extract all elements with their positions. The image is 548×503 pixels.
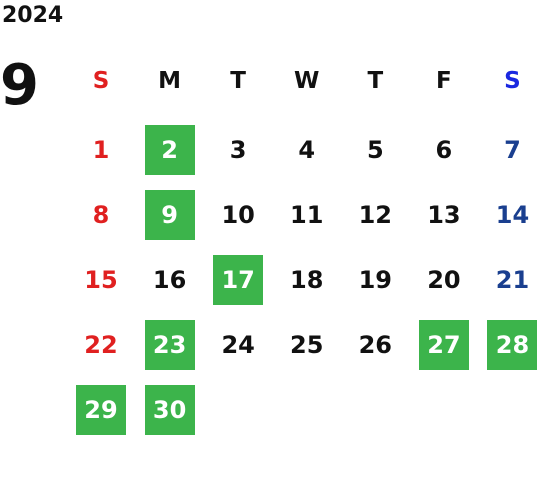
day-number: 4 xyxy=(298,136,316,164)
day-number xyxy=(350,385,400,435)
day-number: 18 xyxy=(290,266,324,294)
day-cell[interactable]: 3 xyxy=(205,120,274,185)
weekday-header-wednesday: W xyxy=(274,55,343,120)
weekday-label: T xyxy=(367,68,384,94)
day-cell[interactable]: 22 xyxy=(68,315,137,380)
day-cell[interactable]: 18 xyxy=(274,250,343,315)
day-cell-empty xyxy=(479,380,548,445)
day-cell-highlighted[interactable]: 2 xyxy=(137,120,206,185)
weekday-label: W xyxy=(294,68,320,94)
day-number xyxy=(487,385,537,435)
day-number: 5 xyxy=(366,136,384,164)
day-cell-empty xyxy=(411,380,480,445)
day-cell-highlighted[interactable]: 23 xyxy=(137,315,206,380)
day-number xyxy=(213,385,263,435)
weekday-label: M xyxy=(158,68,182,94)
day-number: 28 xyxy=(487,320,538,370)
day-cell-highlighted[interactable]: 29 xyxy=(68,380,137,445)
weekday-header-row: S M T W T F S xyxy=(68,55,548,120)
day-number: 16 xyxy=(152,266,187,294)
day-number: 13 xyxy=(427,201,461,229)
day-number: 26 xyxy=(358,331,393,359)
day-cell[interactable]: 4 xyxy=(274,120,343,185)
day-cell[interactable]: 26 xyxy=(342,315,411,380)
weekday-label: S xyxy=(504,68,521,94)
day-cell[interactable]: 8 xyxy=(68,185,137,250)
day-number: 30 xyxy=(144,385,195,435)
year-label: 2024 xyxy=(2,3,64,28)
day-number: 14 xyxy=(495,201,530,229)
weekday-header-friday: F xyxy=(411,55,480,120)
day-cell[interactable]: 21 xyxy=(479,250,548,315)
day-cell-highlighted[interactable]: 28 xyxy=(479,315,548,380)
day-number: 6 xyxy=(435,136,453,164)
day-cell-highlighted[interactable]: 17 xyxy=(205,250,274,315)
weekday-header-monday: M xyxy=(137,55,206,120)
day-cell[interactable]: 7 xyxy=(479,120,548,185)
day-number xyxy=(282,385,332,435)
weekday-header-sunday: S xyxy=(68,55,137,120)
day-number: 9 xyxy=(144,190,195,240)
day-cell[interactable]: 15 xyxy=(68,250,137,315)
day-cell-highlighted[interactable]: 27 xyxy=(411,315,480,380)
day-number: 15 xyxy=(84,266,118,294)
day-cell[interactable]: 14 xyxy=(479,185,548,250)
day-number: 24 xyxy=(221,331,255,359)
day-cell[interactable]: 19 xyxy=(342,250,411,315)
day-cell-empty xyxy=(205,380,274,445)
day-number: 20 xyxy=(427,266,461,294)
day-number: 19 xyxy=(358,266,393,294)
weekday-label: F xyxy=(436,68,452,94)
day-cell-highlighted[interactable]: 30 xyxy=(137,380,206,445)
day-number: 2 xyxy=(144,125,195,175)
day-cell-empty xyxy=(274,380,343,445)
day-number xyxy=(419,385,469,435)
day-cell[interactable]: 1 xyxy=(68,120,137,185)
week-row-5: 29 30 xyxy=(68,380,548,445)
day-number: 29 xyxy=(76,385,126,435)
day-number: 22 xyxy=(84,331,118,359)
weekday-header-saturday: S xyxy=(479,55,548,120)
day-cell[interactable]: 10 xyxy=(205,185,274,250)
day-number: 27 xyxy=(418,320,469,370)
week-row-4: 22 23 24 25 26 27 28 xyxy=(68,315,548,380)
day-cell[interactable]: 16 xyxy=(137,250,206,315)
day-cell[interactable]: 24 xyxy=(205,315,274,380)
month-number: 9 xyxy=(0,53,39,118)
day-number: 7 xyxy=(504,136,521,164)
day-cell[interactable]: 25 xyxy=(274,315,343,380)
day-cell[interactable]: 11 xyxy=(274,185,343,250)
day-cell[interactable]: 13 xyxy=(411,185,480,250)
day-number: 11 xyxy=(290,201,324,229)
week-row-1: 1 2 3 4 5 6 7 xyxy=(68,120,548,185)
weekday-label: T xyxy=(230,68,246,94)
day-cell-highlighted[interactable]: 9 xyxy=(137,185,206,250)
day-number: 21 xyxy=(495,266,530,294)
day-cell[interactable]: 6 xyxy=(411,120,480,185)
weekday-label: S xyxy=(92,68,110,94)
day-number: 8 xyxy=(92,201,110,229)
day-number: 17 xyxy=(213,255,264,305)
calendar-grid: S M T W T F S 1 2 3 4 5 6 7 8 9 10 11 12… xyxy=(68,55,548,445)
weekday-header-thursday: T xyxy=(342,55,411,120)
week-row-3: 15 16 17 18 19 20 21 xyxy=(68,250,548,315)
day-number: 23 xyxy=(144,320,195,370)
day-cell-empty xyxy=(342,380,411,445)
day-cell[interactable]: 20 xyxy=(411,250,480,315)
day-cell[interactable]: 12 xyxy=(342,185,411,250)
day-number: 3 xyxy=(229,136,247,164)
day-number: 25 xyxy=(290,331,324,359)
day-number: 12 xyxy=(358,201,393,229)
day-cell[interactable]: 5 xyxy=(342,120,411,185)
weekday-header-tuesday: T xyxy=(205,55,274,120)
week-row-2: 8 9 10 11 12 13 14 xyxy=(68,185,548,250)
day-number: 1 xyxy=(92,136,110,164)
day-number: 10 xyxy=(221,201,255,229)
